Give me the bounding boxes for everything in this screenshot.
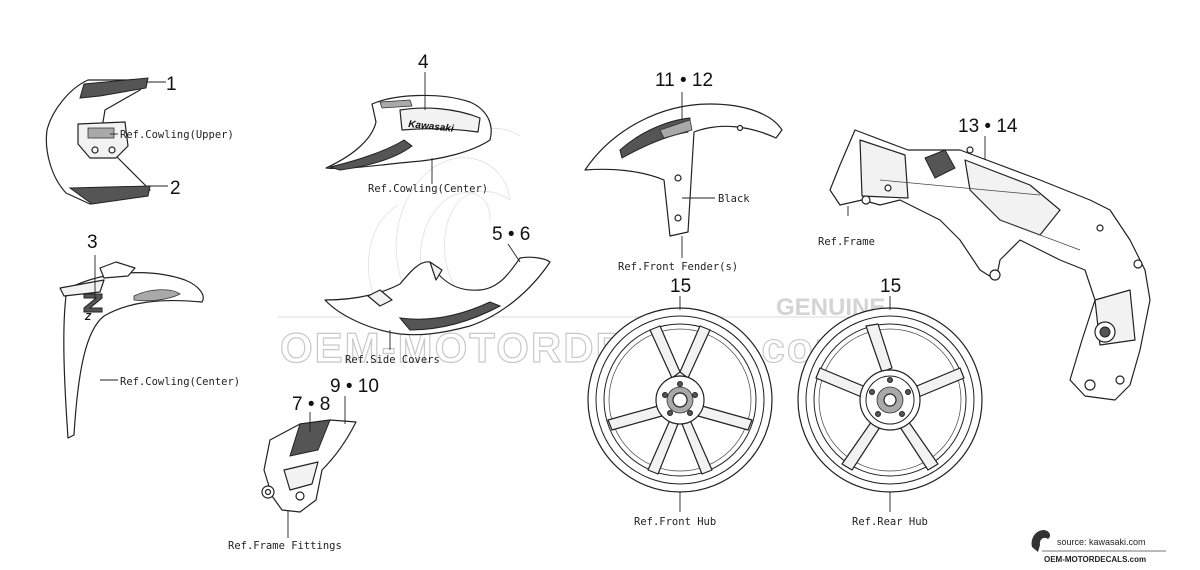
callout-2: 2 bbox=[170, 178, 181, 199]
ref-frame-fittings: Ref.Frame Fittings bbox=[228, 540, 342, 552]
ref-cowling-upper: Ref.Cowling(Upper) bbox=[120, 129, 234, 141]
eagle-logo-icon bbox=[1031, 530, 1051, 552]
center-cowling-left: Z bbox=[59, 255, 204, 439]
callout-7-8: 7 • 8 bbox=[292, 394, 330, 415]
ref-front-fender: Ref.Front Fender(s) bbox=[618, 261, 738, 273]
decal-z-text: Z bbox=[84, 312, 92, 323]
callout-15-rear: 15 bbox=[880, 276, 901, 297]
frame bbox=[829, 129, 1151, 401]
decal-kawasaki: Kawasaki bbox=[408, 119, 455, 135]
ref-black: Black bbox=[718, 193, 750, 205]
callout-5-6: 5 • 6 bbox=[492, 224, 530, 245]
rear-wheel bbox=[797, 296, 983, 512]
ref-frame: Ref.Frame bbox=[818, 236, 875, 248]
source-line-1: source: kawasaki.com bbox=[1057, 537, 1146, 547]
callout-3: 3 bbox=[87, 232, 98, 253]
upper-cowling bbox=[45, 77, 168, 205]
callout-13-14: 13 • 14 bbox=[958, 116, 1018, 137]
source-line-2: OEM-MOTORDECALS.com bbox=[1044, 555, 1146, 564]
side-covers bbox=[324, 243, 551, 350]
ref-rear-hub: Ref.Rear Hub bbox=[852, 516, 928, 528]
front-fender bbox=[584, 92, 783, 258]
z-badge-icon bbox=[83, 293, 103, 313]
ref-cowling-center-top: Ref.Cowling(Center) bbox=[368, 183, 488, 195]
callout-4: 4 bbox=[418, 52, 429, 73]
ref-front-hub: Ref.Front Hub bbox=[634, 516, 716, 528]
frame-fittings bbox=[261, 396, 357, 538]
callout-15-front: 15 bbox=[670, 276, 691, 297]
front-wheel bbox=[587, 296, 773, 512]
callout-1: 1 bbox=[166, 74, 177, 95]
ref-cowling-center-left: Ref.Cowling(Center) bbox=[120, 376, 240, 388]
center-cowling-top: Kawasaki bbox=[325, 72, 492, 184]
callout-9-10: 9 • 10 bbox=[330, 376, 379, 397]
ref-side-covers: Ref.Side Covers bbox=[345, 354, 440, 366]
source-credit: source: kawasaki.com OEM-MOTORDECALS.com bbox=[1031, 530, 1166, 564]
callout-11-12: 11 • 12 bbox=[655, 70, 713, 91]
